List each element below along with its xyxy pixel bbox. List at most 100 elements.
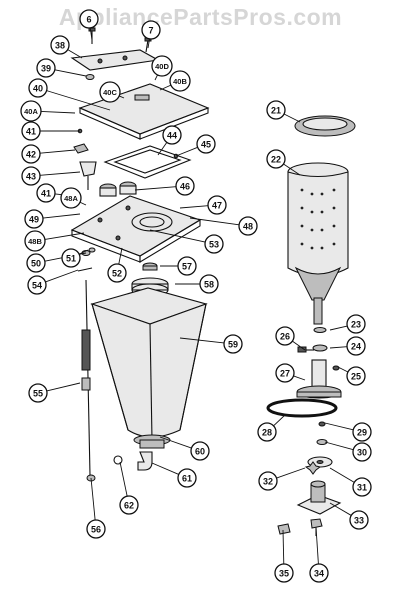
callout-44: 44: [157, 125, 182, 156]
elbow-61: [137, 451, 153, 471]
leader-line: [39, 149, 76, 154]
leader-line: [324, 422, 354, 431]
callout-48a: 48A: [60, 187, 87, 209]
callout-35: 35: [274, 529, 294, 583]
callout-7: 7: [141, 20, 161, 49]
callout-label: 40C: [103, 88, 117, 97]
callout-label: 25: [351, 372, 361, 382]
callout-label: 28: [262, 428, 272, 438]
callout-label: 48B: [28, 237, 42, 246]
callout-40d: 40D: [151, 55, 173, 81]
callout-circle: [190, 441, 210, 461]
callout-label: 57: [182, 262, 192, 272]
callout-label: 54: [32, 281, 42, 291]
leader-line: [78, 249, 89, 255]
leader-line: [67, 49, 83, 59]
callout-48b: 48B: [24, 230, 85, 252]
callout-21: 21: [266, 100, 301, 123]
leader-line: [282, 529, 285, 565]
callout-circle: [119, 495, 139, 515]
callout-label: 30: [357, 448, 367, 458]
neck-60: [133, 434, 171, 449]
callout-label: 60: [195, 447, 205, 457]
callout-53: 53: [149, 229, 224, 254]
leader-line: [151, 462, 179, 475]
callout-circle: [21, 144, 41, 164]
callout-circle: [349, 510, 369, 530]
motor-mount-33: [296, 480, 342, 515]
callout-43: 43: [21, 166, 81, 186]
callout-54: 54: [27, 269, 79, 295]
callout-circle: [266, 149, 286, 169]
callout-circle: [26, 253, 46, 273]
callout-32: 32: [258, 467, 306, 491]
callout-label: 41: [26, 127, 36, 137]
gasket-44: [103, 145, 192, 179]
bolt-26: [297, 346, 314, 353]
leader-line: [315, 526, 319, 565]
callout-45: 45: [175, 134, 216, 157]
callout-label: 34: [314, 569, 324, 579]
leader-line: [154, 74, 158, 81]
leader-line: [283, 163, 301, 176]
rod-54: [77, 267, 93, 272]
leader-line: [134, 186, 177, 191]
leader-line: [293, 375, 306, 381]
leader-line: [45, 269, 79, 283]
leader-line: [292, 340, 306, 351]
screw-6: [88, 27, 96, 44]
callout-label: 29: [357, 428, 367, 438]
callout-label: 26: [280, 332, 290, 342]
callout-label: 35: [279, 569, 289, 579]
callout-47: 47: [179, 195, 227, 215]
callout-label: 46: [180, 182, 190, 192]
callout-26: 26: [275, 326, 306, 351]
callout-circle: [169, 70, 191, 92]
callout-label: 22: [271, 155, 281, 165]
leader-line: [39, 171, 81, 176]
callout-label: 53: [209, 240, 219, 250]
callout-28: 28: [257, 414, 286, 442]
clamp-62: [113, 455, 123, 465]
callout-label: 33: [354, 516, 364, 526]
callout-circle: [309, 563, 329, 583]
callout-circle: [266, 100, 286, 120]
watermark: AppliancePartsPros.com: [58, 4, 343, 30]
leader-line: [147, 38, 150, 49]
nut-51: [88, 247, 96, 253]
callout-circle: [36, 58, 56, 78]
callout-label: 44: [167, 131, 177, 141]
callout-label: 39: [41, 64, 51, 74]
leader-line: [79, 201, 87, 206]
callout-label: 62: [124, 501, 134, 511]
leader-line: [175, 146, 198, 157]
callout-34: 34: [309, 526, 329, 583]
callout-label: 31: [357, 483, 367, 493]
leader-line: [119, 461, 128, 497]
pulley-27: [296, 359, 342, 399]
callout-label: 55: [33, 389, 43, 399]
callout-circle: [196, 134, 216, 154]
leader-line: [337, 366, 349, 373]
callout-circle: [352, 477, 372, 497]
callout-41: 41: [36, 183, 75, 203]
callout-circle: [352, 422, 372, 442]
callout-label: 48A: [64, 194, 78, 203]
callout-label: 21: [271, 106, 281, 116]
callout-label: 40D: [155, 62, 169, 71]
leader-line: [54, 69, 87, 77]
callout-circle: [21, 121, 41, 141]
callout-circle: [223, 334, 243, 354]
callout-circle: [141, 20, 161, 40]
bracket-38: [70, 49, 160, 71]
screw-7: [144, 37, 152, 53]
callout-circle: [274, 563, 294, 583]
callout-label: 43: [26, 172, 36, 182]
leader-line: [118, 247, 123, 265]
leader-line: [46, 90, 111, 111]
callout-56: 56: [86, 477, 106, 539]
callout-label: 40A: [24, 107, 38, 116]
callout-circle: [151, 55, 173, 77]
